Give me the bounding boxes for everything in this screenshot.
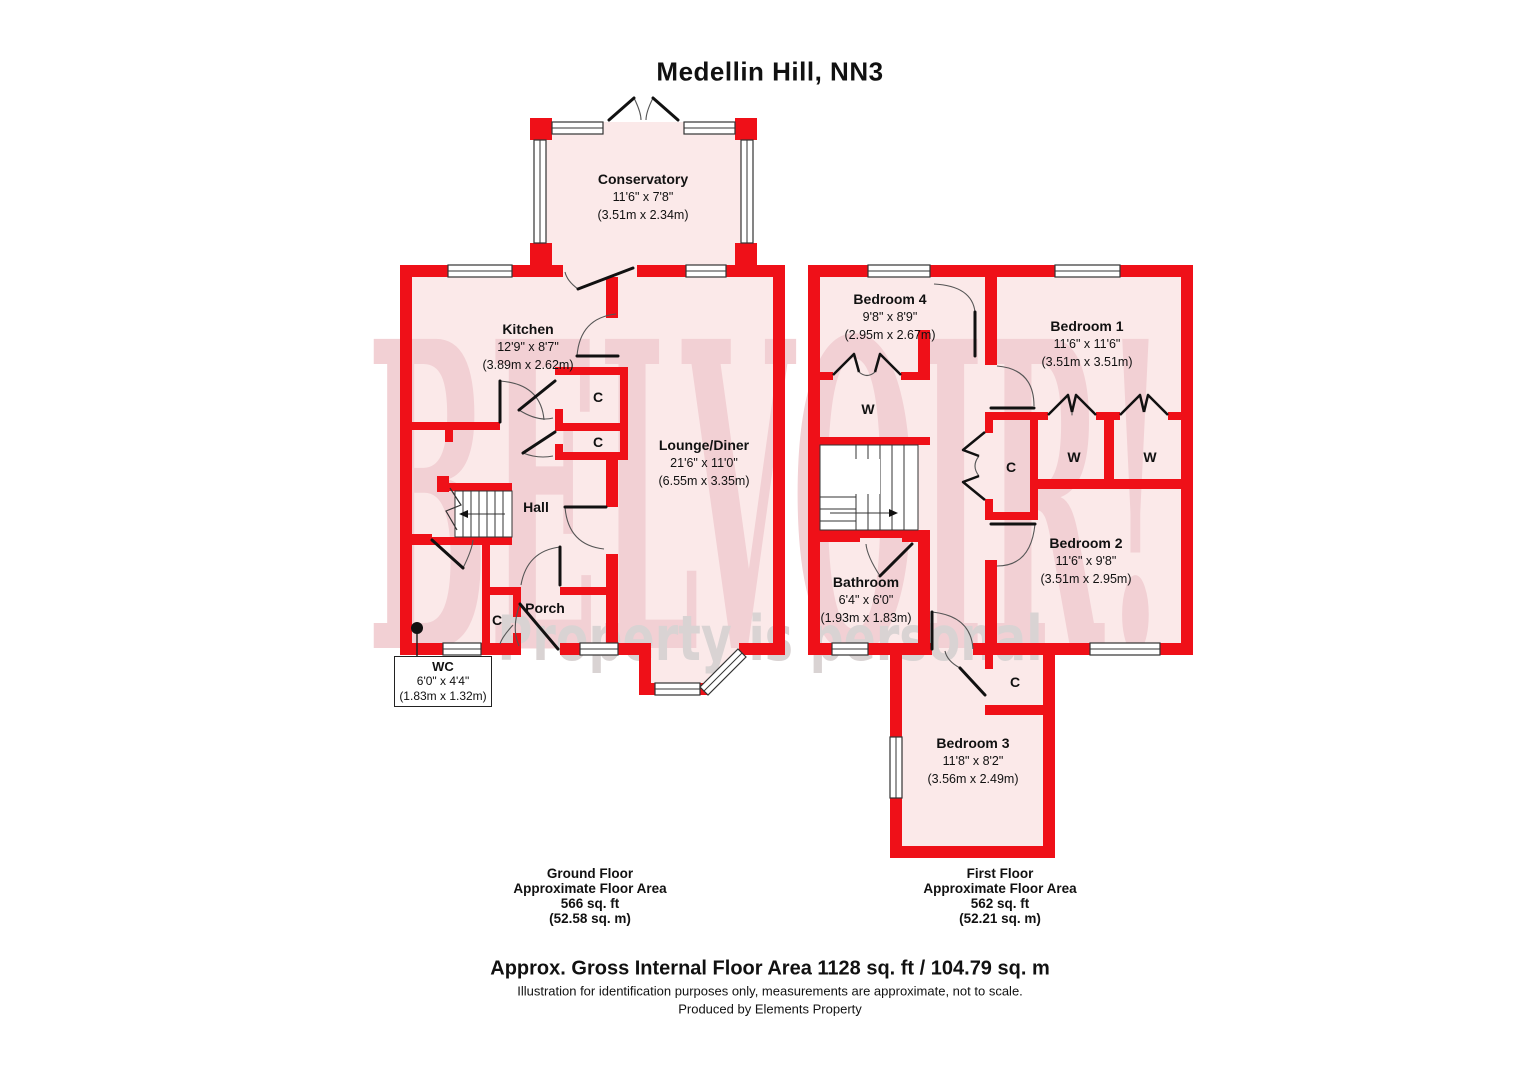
room-label-bedroom-3: Bedroom 3 11'8" x 8'2" (3.56m x 2.49m) [927, 734, 1018, 788]
closet-label-landing: C [1005, 459, 1017, 475]
room-dim-imperial: 11'6" x 7'8" [612, 190, 674, 204]
floor-area-label: Approximate Floor Area [923, 881, 1077, 896]
bifold-doors [832, 352, 1169, 501]
floor-name: Ground Floor [546, 866, 634, 881]
room-dim-metric: (6.55m x 3.35m) [658, 474, 750, 488]
room-label-bedroom-2: Bedroom 2 11'6" x 9'8" (3.51m x 2.95m) [1040, 534, 1131, 588]
first-floor-summary: First Floor Approximate Floor Area 562 s… [923, 866, 1076, 926]
room-name: Lounge/Diner [658, 437, 750, 453]
room-dim-imperial: 6'0" x 4'4" [416, 674, 470, 688]
room-name: Bedroom 3 [936, 735, 1010, 751]
gross-area-line: Approx. Gross Internal Floor Area 1128 s… [490, 957, 1050, 980]
walls [400, 118, 1193, 858]
room-name: Bathroom [832, 574, 900, 590]
floor-area-sqm: (52.21 sq. m) [959, 911, 1041, 926]
room-dim-imperial: 21'6" x 11'0" [670, 456, 738, 470]
wardrobe-label-bedroom-4: W [861, 401, 875, 417]
room-dim-metric: (3.56m x 2.49m) [927, 772, 1019, 786]
closet-label-kitchen-1: C [592, 389, 604, 405]
room-label-bathroom: Bathroom 6'4" x 6'0" (1.93m x 1.83m) [820, 573, 911, 627]
producer-line: Produced by Elements Property [678, 1001, 862, 1017]
ground-floor-summary: Ground Floor Approximate Floor Area 566 … [513, 866, 666, 926]
room-label-bedroom-4: Bedroom 4 9'8" x 8'9" (2.95m x 2.67m) [844, 290, 935, 344]
room-dim-imperial: 9'8" x 8'9" [862, 310, 918, 324]
window-mullions [443, 127, 1160, 798]
stairs-first [819, 444, 919, 531]
closet-label-kitchen-2: C [592, 434, 604, 450]
room-name: Kitchen [502, 321, 554, 337]
room-dim-imperial: 11'6" x 9'8" [1055, 554, 1117, 568]
room-name: Conservatory [597, 171, 689, 187]
wc-callout-pointer [411, 622, 423, 657]
room-dim-metric: (2.95m x 2.67m) [844, 328, 936, 342]
room-label-bedroom-1: Bedroom 1 11'6" x 11'6" (3.51m x 3.51m) [1041, 317, 1132, 371]
room-label-lounge-diner: Lounge/Diner 21'6" x 11'0" (6.55m x 3.35… [658, 436, 749, 490]
wc-callout-box: WC 6'0" x 4'4" (1.83m x 1.32m) [394, 656, 492, 707]
wardrobe-label-bedroom-1-right: W [1143, 449, 1157, 465]
floor-area-sqft: 566 sq. ft [560, 896, 620, 911]
stairs-ground [445, 487, 513, 538]
floor-area-sqft: 562 sq. ft [970, 896, 1030, 911]
floor-area-label: Approximate Floor Area [513, 881, 667, 896]
closet-label-porch: C [491, 612, 503, 628]
closet-label-bedroom-3: C [1009, 674, 1021, 690]
room-dim-metric: (1.93m x 1.83m) [820, 611, 912, 625]
room-name: Bedroom 1 [1050, 318, 1124, 334]
room-name: Bedroom 4 [853, 291, 927, 307]
room-label-hall: Hall [523, 499, 549, 515]
door-leaves [430, 96, 1037, 697]
floor-area-sqm: (52.58 sq. m) [549, 911, 631, 926]
disclaimer-line: Illustration for identification purposes… [517, 983, 1023, 999]
room-name: WC [432, 659, 454, 674]
room-dim-metric: (1.83m x 1.32m) [399, 689, 487, 703]
floor-name: First Floor [966, 866, 1034, 881]
room-dim-metric: (3.51m x 2.34m) [597, 208, 689, 222]
room-name: Bedroom 2 [1049, 535, 1123, 551]
room-label-porch: Porch [525, 600, 565, 616]
wardrobe-label-bedroom-1-left: W [1067, 449, 1081, 465]
watermark-tagline-text: Property is personal [498, 602, 1043, 675]
page-title: Medellin Hill, NN3 [656, 56, 884, 87]
room-dim-metric: (3.89m x 2.62m) [482, 358, 574, 372]
room-dim-imperial: 6'4" x 6'0" [838, 593, 894, 607]
room-label-kitchen: Kitchen 12'9" x 8'7" (3.89m x 2.62m) [482, 320, 573, 374]
room-dim-imperial: 11'6" x 11'6" [1053, 337, 1121, 351]
room-label-conservatory: Conservatory 11'6" x 7'8" (3.51m x 2.34m… [597, 170, 688, 224]
door-arcs [462, 97, 1073, 669]
room-dim-imperial: 11'8" x 8'2" [942, 754, 1004, 768]
room-dim-metric: (3.51m x 2.95m) [1040, 572, 1132, 586]
room-dim-metric: (3.51m x 3.51m) [1041, 355, 1133, 369]
room-dim-imperial: 12'9" x 8'7" [497, 340, 559, 354]
